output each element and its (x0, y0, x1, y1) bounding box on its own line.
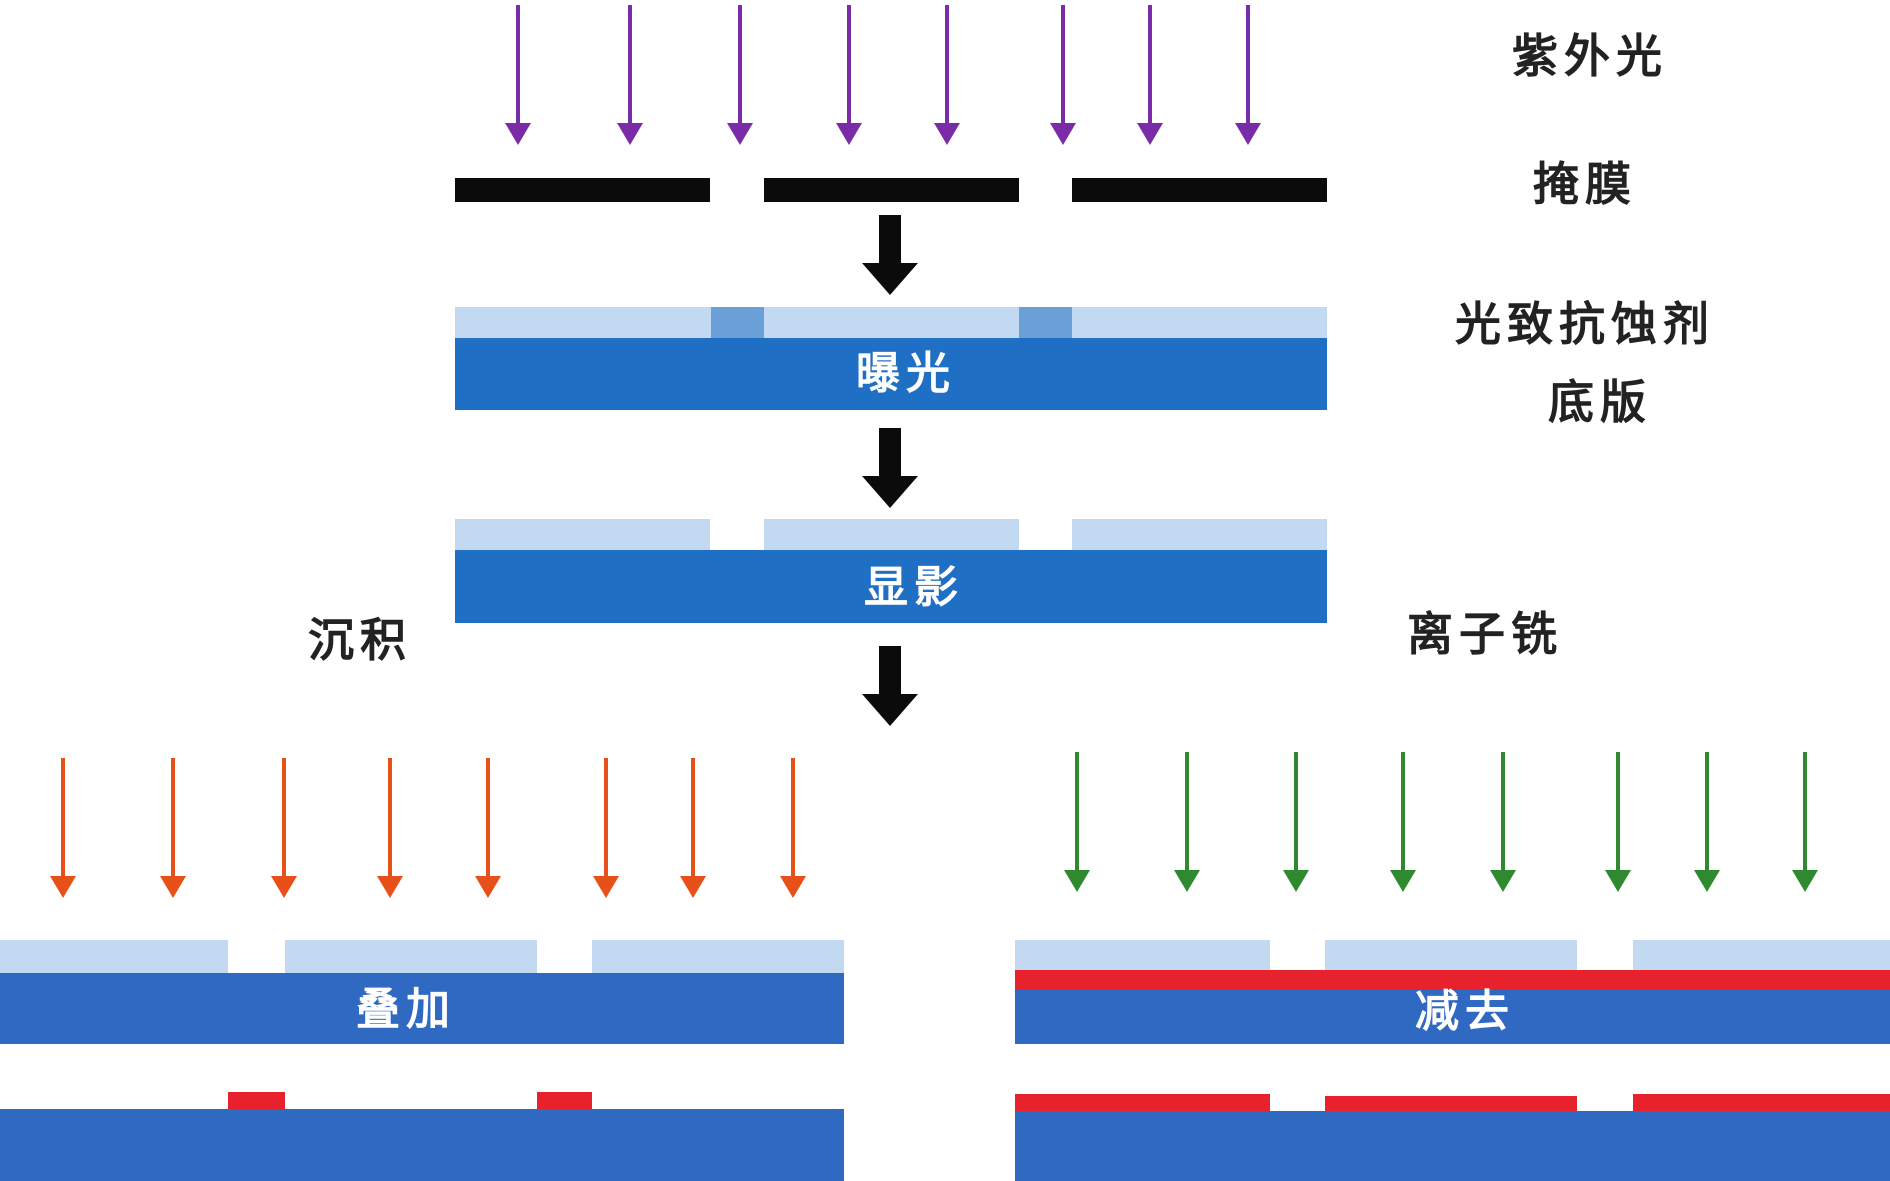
substrate (0, 973, 844, 1044)
develop-stage: 显影 (455, 519, 1327, 623)
uv-arrow (617, 5, 643, 145)
ion-milling-label: 离子铣 (1407, 607, 1563, 661)
deposition-arrow (593, 758, 619, 898)
exposure-label: 曝光 (856, 348, 956, 399)
mask-segment (1072, 178, 1327, 202)
process-step-arrow (862, 646, 918, 726)
remaining-film-segment (1325, 1096, 1577, 1113)
photoresist-segment (1633, 940, 1890, 973)
uv-arrow (505, 5, 531, 145)
deposition-arrow (50, 758, 76, 898)
uv-arrow (934, 5, 960, 145)
uv-arrow (1235, 5, 1261, 145)
exposed-resist-region (711, 307, 764, 338)
remaining-film-segment (1015, 1094, 1270, 1111)
ion-milling-arrows (1064, 752, 1818, 892)
mask-segment (455, 178, 710, 202)
photoresist-layer (455, 307, 1327, 338)
substrate (1015, 990, 1890, 1044)
ion-milling-arrow (1064, 752, 1090, 892)
deposition-arrow (271, 758, 297, 898)
ion-milling-arrow (1694, 752, 1720, 892)
deposited-film-segment (537, 1092, 592, 1109)
photoresist-segment (592, 940, 844, 973)
additive-label: 叠加 (356, 984, 456, 1035)
mask (455, 178, 1327, 202)
deposition-arrow (680, 758, 706, 898)
remaining-film-segment (1633, 1094, 1890, 1111)
deposition-arrow (377, 758, 403, 898)
process-step-arrow (862, 428, 918, 508)
substrate (455, 550, 1327, 623)
deposition-label: 沉积 (308, 613, 412, 667)
additive-result (0, 1092, 844, 1181)
substrate (455, 338, 1327, 410)
ion-milling-arrow (1490, 752, 1516, 892)
uv-arrow (836, 5, 862, 145)
substrate-label: 底版 (1548, 375, 1652, 429)
uv-arrow (1137, 5, 1163, 145)
photoresist-label: 光致抗蚀剂 (1455, 297, 1715, 351)
uv-arrow (1050, 5, 1076, 145)
photoresist-segment (764, 519, 1019, 550)
deposition-arrow (475, 758, 501, 898)
substrate (1015, 1111, 1890, 1181)
photoresist-segment (1015, 940, 1270, 973)
develop-label: 显影 (864, 562, 964, 613)
process-step-arrow (862, 215, 918, 295)
substrate (0, 1109, 844, 1181)
ion-milling-arrow (1792, 752, 1818, 892)
ion-milling-arrow (1174, 752, 1200, 892)
mask-segment (764, 178, 1019, 202)
uv-arrow (727, 5, 753, 145)
uv-light-arrows (505, 5, 1261, 145)
exposure-stage: 曝光 (455, 307, 1327, 410)
photoresist-segment (455, 519, 710, 550)
deposition-arrows (50, 758, 806, 898)
subtractive-stage: 减去 (1015, 940, 1890, 1044)
ion-milling-arrow (1283, 752, 1309, 892)
ion-milling-arrow (1390, 752, 1416, 892)
subtractive-result (1015, 1094, 1890, 1181)
photoresist-segment (1325, 940, 1577, 973)
ion-milling-arrow (1605, 752, 1631, 892)
subtractive-label: 减去 (1415, 986, 1515, 1037)
uv-light-label: 紫外光 (1512, 29, 1668, 83)
additive-stage: 叠加 (0, 940, 844, 1044)
mask-label: 掩膜 (1533, 157, 1637, 211)
deposition-arrow (780, 758, 806, 898)
deposited-film-segment (228, 1092, 285, 1109)
deposition-arrow (160, 758, 186, 898)
photoresist-segment (285, 940, 537, 973)
photoresist-segment (1072, 519, 1327, 550)
photoresist-segment (0, 940, 228, 973)
film-layer (1015, 970, 1890, 990)
exposed-resist-region (1019, 307, 1072, 338)
